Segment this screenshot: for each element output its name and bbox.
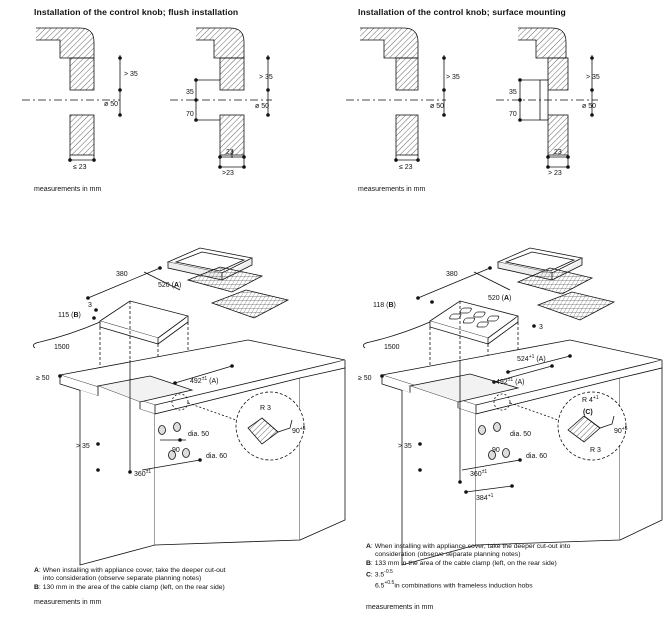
cab-right-ge50: ≥ 50 [358, 375, 372, 382]
cab-left-dia60: dia. 60 [206, 453, 227, 460]
cab-right-90deg: 90+5 [614, 426, 628, 435]
cab-left-ge50: ≥ 50 [36, 375, 50, 382]
flush-right-dia50: ø 50 [255, 103, 269, 110]
flush-right-23: 23 [226, 149, 234, 156]
flush-right-dim-points [194, 56, 270, 169]
cab-right-520: 520 (A) [488, 295, 511, 302]
cabinet-left [32, 247, 346, 566]
cab-right-360: 360±1 [470, 469, 487, 478]
cab-right-r3: R 3 [590, 447, 601, 454]
cab-left-360: 360±1 [134, 469, 151, 478]
cab-left-90: 90 [172, 447, 180, 454]
cab-right-r4: R 4+1 [582, 395, 599, 404]
flush-right-gt35: > 35 [259, 74, 273, 81]
flush-right-70: 70 [186, 111, 194, 118]
cab-right-1500: 1500 [384, 344, 400, 351]
flush-right-35: 35 [186, 89, 194, 96]
cab-right-dia50: dia. 50 [510, 431, 531, 438]
flush-left-gt35: > 35 [124, 71, 138, 78]
surface-right-70: 70 [509, 111, 517, 118]
legend-left-row: A: When installing with appliance cover,… [34, 567, 226, 574]
cab-left-90deg: 90+5 [292, 426, 306, 435]
cabinet-left-measurements-note: measurements in mm [34, 599, 102, 606]
cab-left-1500: 1500 [54, 344, 70, 351]
cabinet-right [362, 247, 663, 566]
cab-left-380: 380 [116, 271, 128, 278]
cab-left-492: 492±1 (A) [190, 376, 219, 385]
surface-mounting-title: Installation of the control knob; surfac… [358, 7, 566, 17]
cabinet-right-dim-points [380, 266, 572, 494]
surface-left-dim-points [394, 56, 446, 162]
cab-right-3: 3 [539, 324, 543, 331]
surface-right-35: 35 [509, 89, 517, 96]
legend-left-row: into consideration (observe separate pla… [43, 575, 202, 583]
legend-left: A: When installing with appliance cover,… [34, 567, 226, 592]
legend-right-row: A: When installing with appliance cover,… [366, 543, 571, 550]
surface-left-gt35: > 35 [446, 74, 460, 81]
cab-right-c: (C) [583, 409, 593, 416]
cabinet-left-dim-points [58, 266, 234, 474]
legend-right-row: 6.5+0.5in combinations with frameless in… [375, 580, 533, 590]
surface-right-23: 23 [554, 149, 562, 156]
legend-right-row: consideration (observe separate planning… [375, 551, 521, 559]
cab-right-gt35: > 35 [398, 443, 412, 450]
surface-right-gt35: > 35 [586, 74, 600, 81]
cab-left-115: 115 (B) [58, 312, 81, 319]
cab-right-90: 90 [492, 447, 500, 454]
cab-right-384: 384+1 [476, 493, 494, 502]
flush-drawing-left [22, 27, 121, 162]
cabinet-right-measurements-note: measurements in mm [366, 604, 434, 611]
cab-left-520: 520 (A) [158, 282, 181, 289]
cab-right-dia60: dia. 60 [526, 453, 547, 460]
surface-right-dim-points [518, 56, 594, 169]
flush-left-dia50: ø 50 [104, 101, 118, 108]
surface-left-le23: ≤ 23 [399, 164, 413, 171]
surface-right-dia50: ø 50 [582, 103, 596, 110]
flush-right-gt23: >23 [222, 170, 234, 177]
legend-right-row: B: 133 mm in the area of the cable clamp… [366, 559, 557, 567]
cab-left-dia50: dia. 50 [188, 431, 209, 438]
surface-drawing-right [496, 27, 598, 168]
surface-right-gt23: > 23 [548, 170, 562, 177]
flush-installation-title: Installation of the control knob; flush … [34, 7, 239, 17]
surface-left-dia50: ø 50 [430, 103, 444, 110]
cab-left-3: 3 [88, 302, 92, 309]
legend-right: A: When installing with appliance cover,… [366, 543, 570, 591]
cab-right-118: 118 (B) [373, 302, 396, 309]
flush-drawing-right [170, 27, 272, 168]
flush-left-dim-points [68, 56, 122, 162]
legend-right-row: C: 3.5-0.5 [366, 568, 393, 579]
flush-left-le23: ≤ 23 [73, 164, 87, 171]
flush-measurements-note: measurements in mm [34, 186, 102, 193]
cab-right-380: 380 [446, 271, 458, 278]
cab-left-r3: R 3 [260, 405, 271, 412]
cab-left-gt35: > 35 [76, 443, 90, 450]
surface-measurements-note: measurements in mm [358, 186, 426, 193]
surface-drawing-left [346, 27, 446, 162]
cab-right-524: 524+1 (A) [517, 354, 546, 363]
legend-left-row: B: 130 mm in the area of the cable clamp… [34, 583, 225, 591]
cab-right-492: 492±1 (A) [496, 377, 525, 386]
